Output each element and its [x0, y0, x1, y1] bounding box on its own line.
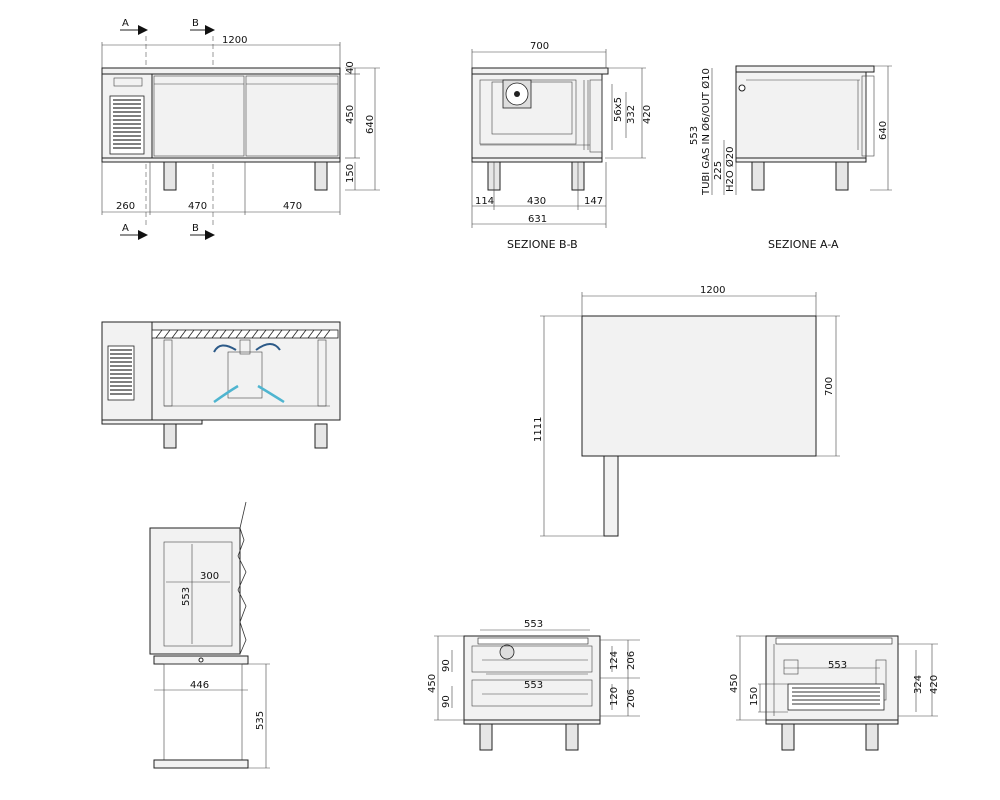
dim-front-450: 450 [345, 105, 356, 124]
gas-pipes-label: TUBI GAS IN Ø6/OUT Ø10 [700, 68, 712, 196]
door-detail-view: 300 553 446 535 [149, 501, 270, 769]
dim-drawer-r-420: 420 [929, 675, 940, 694]
section-b-label-bottom: B [192, 223, 199, 234]
insulation-hatch [151, 329, 339, 339]
section-arrow-icon [138, 230, 148, 240]
dim-drawer-120: 120 [609, 687, 620, 706]
break-line-icon [237, 527, 247, 655]
dim-drawer-206-top: 206 [626, 651, 637, 670]
section-arrow-icon [138, 25, 148, 35]
dim-drawer-r-553: 553 [828, 660, 847, 671]
dim-front-470a: 470 [188, 201, 207, 212]
plan-view: 1200 1111 700 [533, 285, 840, 537]
dim-detail-446: 446 [190, 680, 209, 691]
dim-drawer-450-left: 450 [427, 674, 438, 693]
vent-grill-icon [107, 345, 135, 401]
dim-drawer-553-mid: 553 [524, 680, 543, 691]
section-arrow-icon [205, 25, 215, 35]
fan-icon [502, 79, 532, 109]
airflow-arrow-icon [257, 384, 285, 404]
front-view: A B 1200 [101, 18, 380, 240]
dim-plan-door: 1111 [533, 417, 544, 442]
dim-bb-56x5: 56x5 [613, 97, 624, 122]
dim-drawer-r-324: 324 [913, 675, 924, 694]
dim-drawer-206-bottom: 206 [626, 689, 637, 708]
dim-drawer-124: 124 [609, 651, 620, 670]
section-aa-caption: SEZIONE A-A [768, 238, 839, 251]
h2o-label: H2O Ø20 [724, 146, 736, 192]
dim-front-150: 150 [345, 164, 356, 183]
section-a-label-bottom: A [122, 223, 129, 234]
section-arrow-icon [205, 230, 215, 240]
airflow-arrow-icon [213, 344, 237, 353]
dim-front-width: 1200 [222, 35, 247, 46]
airflow-arrow-icon [255, 343, 281, 351]
dim-bb-420: 420 [642, 105, 653, 124]
dim-detail-300: 300 [200, 571, 219, 582]
dim-front-40: 40 [345, 61, 356, 74]
vent-grill-icon [109, 95, 145, 155]
dim-front-260: 260 [116, 201, 135, 212]
section-b-label-top: B [192, 18, 199, 29]
interior-airflow-view [101, 321, 341, 449]
section-a-label-top: A [122, 18, 129, 29]
dim-bb-631: 631 [528, 214, 547, 225]
dim-drawer-r-450: 450 [729, 674, 740, 693]
dim-bb-430: 430 [527, 196, 546, 207]
dim-plan-width: 1200 [700, 285, 725, 296]
dim-front-640: 640 [365, 115, 376, 134]
fan-icon [499, 644, 515, 660]
dim-bb-114: 114 [475, 196, 494, 207]
drawer-section-right-view: 553 450 150 324 420 [729, 635, 940, 751]
section-bb-view: 700 56x5 332 420 114 430 [471, 41, 653, 251]
section-bb-caption: SEZIONE B-B [507, 238, 578, 251]
dim-drawer-553-top: 553 [524, 619, 543, 630]
dim-aa-553: 553 [689, 126, 700, 145]
dim-detail-535: 535 [255, 711, 266, 730]
dim-aa-640: 640 [878, 121, 889, 140]
section-aa-view: TUBI GAS IN Ø6/OUT Ø10 553 225 H2O Ø20 6… [689, 65, 892, 251]
dim-detail-553: 553 [181, 587, 192, 606]
dim-bb-700: 700 [530, 41, 549, 52]
drawer-section-left-view: 553 553 450 90 90 124 120 206 206 [427, 619, 640, 751]
airflow-arrow-icon [213, 384, 239, 404]
dim-drawer-r-150: 150 [749, 687, 760, 706]
dim-bb-332: 332 [626, 105, 637, 124]
dim-aa-225: 225 [713, 161, 724, 180]
dim-plan-depth: 700 [824, 377, 835, 396]
dim-drawer-90-top: 90 [441, 659, 452, 672]
dim-front-470b: 470 [283, 201, 302, 212]
dim-bb-147: 147 [584, 196, 603, 207]
dim-drawer-90-bottom: 90 [441, 695, 452, 708]
